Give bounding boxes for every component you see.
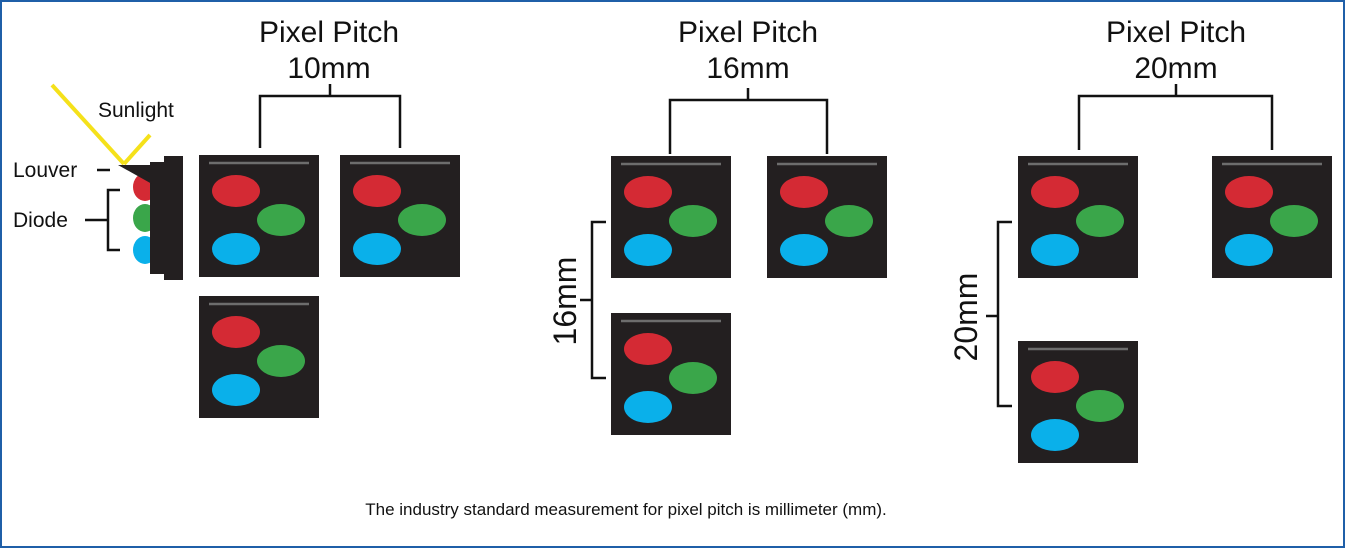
pixel-panel — [767, 156, 887, 278]
group-2-title-line2: 16mm — [706, 52, 789, 85]
louver-label: Louver — [13, 159, 77, 182]
pixel-panel — [1018, 156, 1138, 278]
louver-shape — [118, 165, 152, 184]
pixel-panel — [340, 155, 460, 277]
blue-diode — [1225, 234, 1273, 266]
pixel-panel — [611, 156, 731, 278]
blue-diode — [212, 374, 260, 406]
group-3-horizontal-bracket — [1077, 84, 1274, 150]
pixel-panel — [199, 296, 319, 418]
group-1-title-line1: Pixel Pitch — [259, 16, 399, 49]
blue-diode — [1031, 419, 1079, 451]
sunlight-ray — [50, 83, 126, 166]
group-3-side-label: 20mm — [948, 273, 984, 362]
red-diode — [1031, 361, 1079, 393]
green-diode — [1076, 390, 1124, 422]
blue-diode — [780, 234, 828, 266]
green-diode — [1076, 205, 1124, 237]
green-diode — [825, 205, 873, 237]
red-diode — [780, 176, 828, 208]
blue-diode — [212, 233, 260, 265]
red-diode — [624, 333, 672, 365]
diode-bracket — [85, 188, 120, 252]
red-diode — [1031, 176, 1079, 208]
group-3-title-line2: 20mm — [1134, 52, 1217, 85]
pixel-panel — [199, 155, 319, 277]
group-1-title-line2: 10mm — [287, 52, 370, 85]
sunlight-label: Sunlight — [98, 99, 174, 122]
group-3-title-line1: Pixel Pitch — [1106, 16, 1246, 49]
pixel-panel — [1212, 156, 1332, 278]
green-diode — [669, 205, 717, 237]
group-3-vertical-bracket — [986, 220, 1012, 408]
group-2-title-line1: Pixel Pitch — [678, 16, 818, 49]
side-panel-body — [150, 162, 164, 274]
group-1-horizontal-bracket — [258, 84, 402, 148]
side-panel-back — [164, 156, 183, 280]
blue-diode — [1031, 234, 1079, 266]
footer-caption: The industry standard measurement for pi… — [365, 500, 887, 519]
diode-label: Diode — [13, 209, 68, 232]
blue-diode — [353, 233, 401, 265]
red-diode — [212, 175, 260, 207]
green-diode — [398, 204, 446, 236]
green-diode — [257, 345, 305, 377]
sunlight-reflection — [122, 133, 152, 166]
pixel-panel — [1018, 341, 1138, 463]
green-diode — [1270, 205, 1318, 237]
red-diode — [353, 175, 401, 207]
group-2-horizontal-bracket — [668, 88, 829, 154]
red-diode — [212, 316, 260, 348]
group-2-side-label: 16mm — [547, 257, 583, 346]
blue-diode — [624, 234, 672, 266]
red-diode — [1225, 176, 1273, 208]
blue-diode — [624, 391, 672, 423]
green-diode — [669, 362, 717, 394]
group-2-vertical-bracket — [580, 220, 606, 380]
red-diode — [624, 176, 672, 208]
pixel-panel — [611, 313, 731, 435]
green-diode — [257, 204, 305, 236]
